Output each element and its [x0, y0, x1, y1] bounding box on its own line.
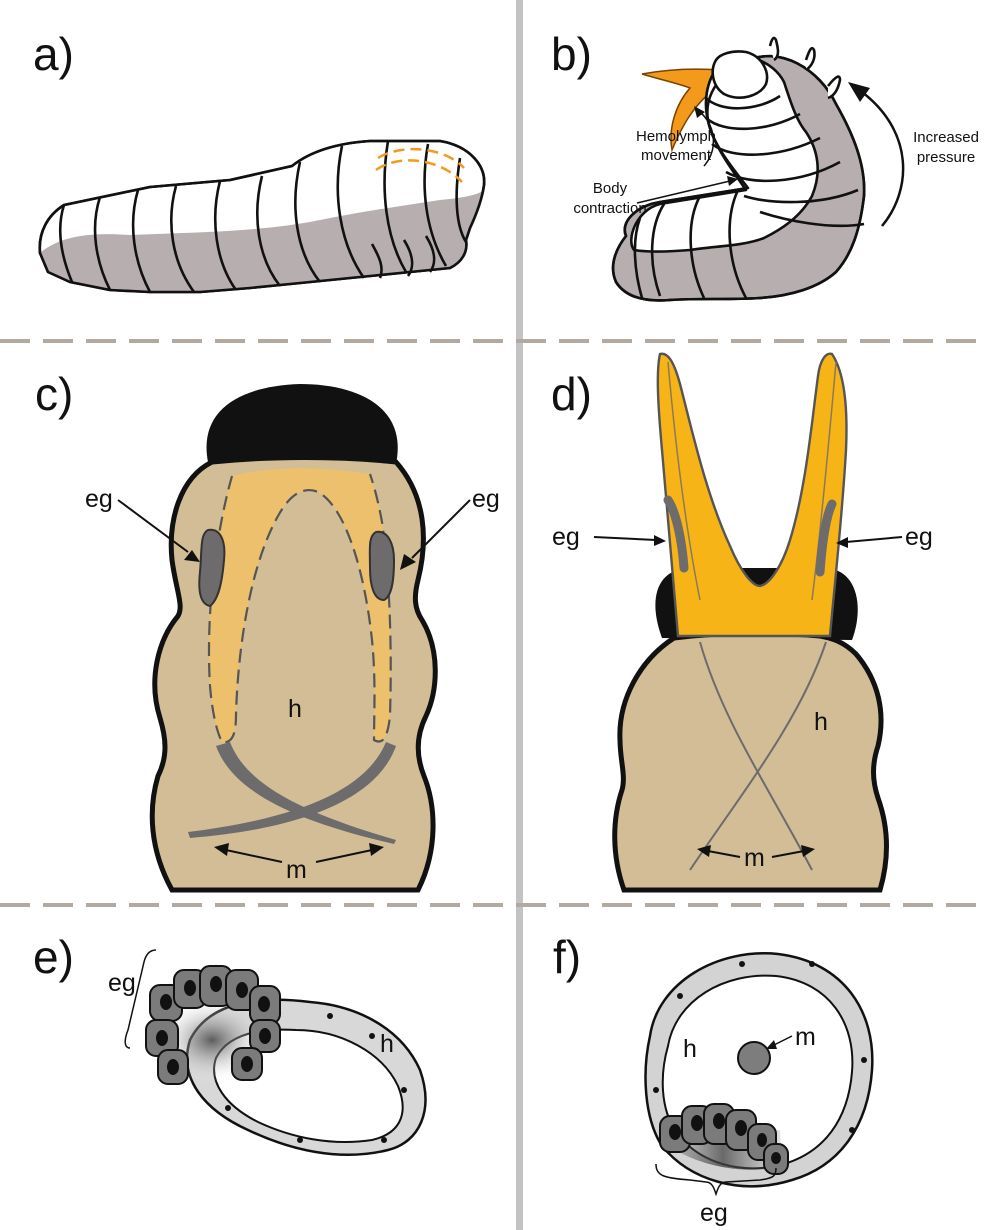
- eg-left-label-d: eg: [552, 523, 580, 551]
- pressure-arrow: [862, 92, 903, 226]
- eg-left-label-c: eg: [85, 485, 113, 513]
- body-label-line2: contraction: [573, 200, 646, 217]
- eg-left-arrow-d: [594, 537, 656, 540]
- panel-f-letter: f): [553, 931, 581, 983]
- thorax-c: [152, 458, 435, 891]
- panel-a-letter: a): [33, 28, 74, 80]
- m-label-f: m: [795, 1023, 816, 1051]
- osmeterium-d: [658, 354, 847, 636]
- panel-c-letter: c): [35, 368, 73, 420]
- pressure-label-line1: Increased: [913, 129, 979, 146]
- panel-d-letter: d): [551, 368, 592, 420]
- pressure-arrowhead: [848, 82, 870, 102]
- m-label-d: m: [744, 844, 765, 872]
- panel-e-letter: e): [33, 931, 74, 983]
- panel-b-letter: b): [551, 28, 592, 80]
- h-label-e: h: [380, 1030, 394, 1058]
- h-label-c: h: [288, 695, 302, 723]
- eg-label-f: eg: [700, 1199, 728, 1227]
- muscle-section-f: [738, 1042, 770, 1074]
- hemolymph-label-line2: movement: [641, 147, 712, 164]
- eversible-gland-right-c: [370, 532, 394, 600]
- pressure-label-line2: pressure: [917, 149, 975, 166]
- vertical-divider: [516, 0, 523, 1230]
- eg-right-label-d: eg: [905, 523, 933, 551]
- h-label-d: h: [814, 708, 828, 736]
- eg-right-arrow-d: [846, 537, 902, 542]
- head-capsule-c: [207, 384, 398, 464]
- eg-label-e: eg: [108, 969, 136, 997]
- hemolymph-label-line1: Hemolymph: [636, 128, 716, 145]
- h-label-f: h: [683, 1035, 697, 1063]
- m-label-c: m: [286, 856, 307, 884]
- eg-left-arrowhead-d: [654, 535, 666, 546]
- larva-raised-front: [613, 38, 864, 300]
- eg-right-label-c: eg: [472, 485, 500, 513]
- body-label-line1: Body: [593, 180, 628, 197]
- larva-side-view: [40, 141, 484, 292]
